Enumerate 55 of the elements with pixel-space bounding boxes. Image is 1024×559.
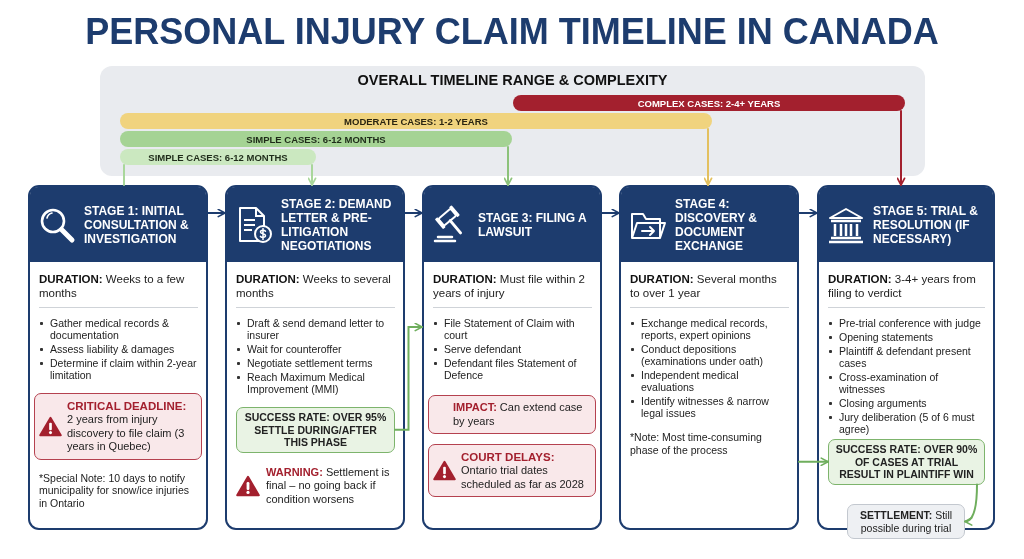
stage-title: STAGE 2: DEMAND LETTER & PRE-LITIGATION NEGOTIATIONS: [281, 196, 393, 253]
stage-title: STAGE 4: DISCOVERY & DOCUMENT EXCHANGE: [675, 196, 759, 253]
arrow: [503, 146, 513, 186]
arrow: [798, 457, 829, 467]
callout-text: SUCCESS RATE: OVER 90% OF CASES AT TRIAL RESULT IN PLAINTIFF WIN: [834, 443, 979, 481]
duration-text: DURATION: Weeks to a few months: [39, 272, 186, 300]
arrow: [798, 208, 818, 218]
connector-line: [123, 164, 125, 186]
callout-text: SETTLEMENT: Still possible during trial: [858, 508, 954, 535]
bar-label: SIMPLE CASES: 6-12 MONTHS: [246, 133, 386, 145]
timeline-panel: [100, 66, 925, 176]
stage-title: STAGE 5: TRIAL & RESOLUTION (IF NECESSARY): [873, 203, 979, 246]
arrow: [896, 110, 906, 186]
stage-card: [225, 185, 405, 530]
stage-card: [28, 185, 208, 530]
bar-label: COMPLEX CASES: 2-4+ YEARS: [637, 97, 781, 109]
duration-text: DURATION: Several months to over 1 year: [630, 272, 778, 300]
stage-title: STAGE 3: FILING A LAWSUIT: [478, 210, 588, 239]
range-bar: [120, 113, 712, 129]
callout-text: Ontario trial dates scheduled as far as 2028: [461, 464, 585, 491]
alert-callout: [34, 393, 202, 460]
success-callout: [236, 407, 395, 453]
arrow: [307, 164, 317, 186]
page-title: PERSONAL INJURY CLAIM TIMELINE IN CANADA: [84, 10, 940, 54]
duration-text: DURATION: Must file within 2 years of injury: [433, 272, 586, 300]
panel-heading: OVERALL TIMELINE RANGE & COMPLEXITY: [356, 71, 669, 89]
stage-card: [422, 185, 602, 530]
arrow: [601, 208, 620, 218]
note-text: *Note: Most time-consuming phase of the process: [630, 431, 763, 456]
stage-card: [619, 185, 799, 530]
bullet-item: Determine if claim within 2-year limitation: [39, 357, 198, 381]
arrow: [404, 208, 423, 218]
note-text: *Special Note: 10 days to notify municipality for snow/ice injuries in Ontario: [39, 471, 190, 509]
arrow: [964, 483, 978, 525]
callout-text: IMPACT: Can extend case by years: [453, 401, 584, 428]
callout-text: 2 years from injury discovery to file claim (3 years in Quebec): [67, 413, 186, 454]
range-bar: [120, 131, 512, 147]
success-callout: [828, 439, 985, 485]
settlement-callout: [847, 504, 965, 539]
warning-text: WARNING: Settlement is final – no going back if condition worsens: [266, 465, 391, 506]
bar-label: SIMPLE CASES: 6-12 MONTHS: [148, 151, 288, 163]
callout-text: SUCCESS RATE: OVER 95% SETTLE DURING/AFTER THIS PHASE: [243, 411, 388, 449]
range-bar: [513, 95, 905, 111]
duration-text: DURATION: Weeks to several months: [236, 272, 392, 300]
callout-heading: CRITICAL DEADLINE:: [67, 399, 188, 413]
bar-label: MODERATE CASES: 1-2 YEARS: [344, 115, 488, 127]
arrow: [394, 322, 423, 431]
callout-heading: COURT DELAYS:: [461, 450, 556, 464]
range-bar: [120, 149, 316, 165]
duration-text: DURATION: 3-4+ years from filing to verdict: [828, 272, 977, 300]
arrow: [207, 208, 226, 218]
stage-title: STAGE 1: INITIAL CONSULTATION & INVESTIGATION: [84, 203, 190, 246]
alert-callout: [428, 395, 596, 434]
arrow: [703, 128, 713, 186]
alert-callout: [428, 444, 596, 497]
